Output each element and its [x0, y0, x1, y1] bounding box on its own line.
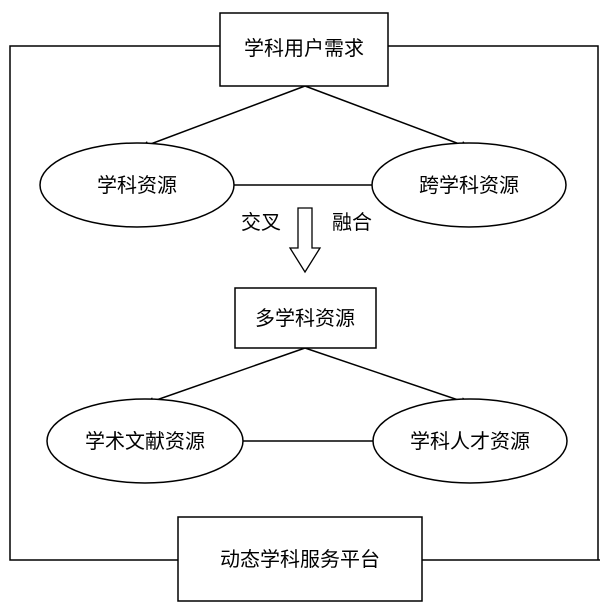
literature-resources-label: 学术文献资源	[85, 429, 205, 453]
subject-resources-label: 学科资源	[97, 173, 177, 197]
service-platform-node: 动态学科服务平台	[177, 516, 423, 602]
arrow-multi-to-talent	[304, 347, 471, 405]
talent-resources-label: 学科人才资源	[410, 429, 530, 453]
multi-subject-resources-node: 多学科资源	[234, 287, 377, 349]
arrow-demand-to-subject	[139, 85, 306, 149]
arrow-demand-to-cross	[304, 85, 471, 149]
cross-label: 交叉	[241, 210, 281, 234]
fusion-label: 融合	[332, 210, 372, 234]
service-platform-label: 动态学科服务平台	[220, 547, 380, 571]
literature-resources-node: 学术文献资源	[46, 398, 244, 484]
cross-subject-resources-node: 跨学科资源	[371, 142, 567, 228]
user-demand-label: 学科用户需求	[244, 36, 364, 60]
arrow-multi-to-literature	[144, 347, 306, 405]
merge-arrow-icon	[288, 207, 322, 274]
subject-resources-node: 学科资源	[39, 142, 235, 228]
talent-resources-node: 学科人才资源	[372, 398, 568, 484]
cross-subject-resources-label: 跨学科资源	[419, 173, 519, 197]
user-demand-node: 学科用户需求	[219, 12, 389, 87]
multi-subject-resources-label: 多学科资源	[255, 306, 355, 330]
